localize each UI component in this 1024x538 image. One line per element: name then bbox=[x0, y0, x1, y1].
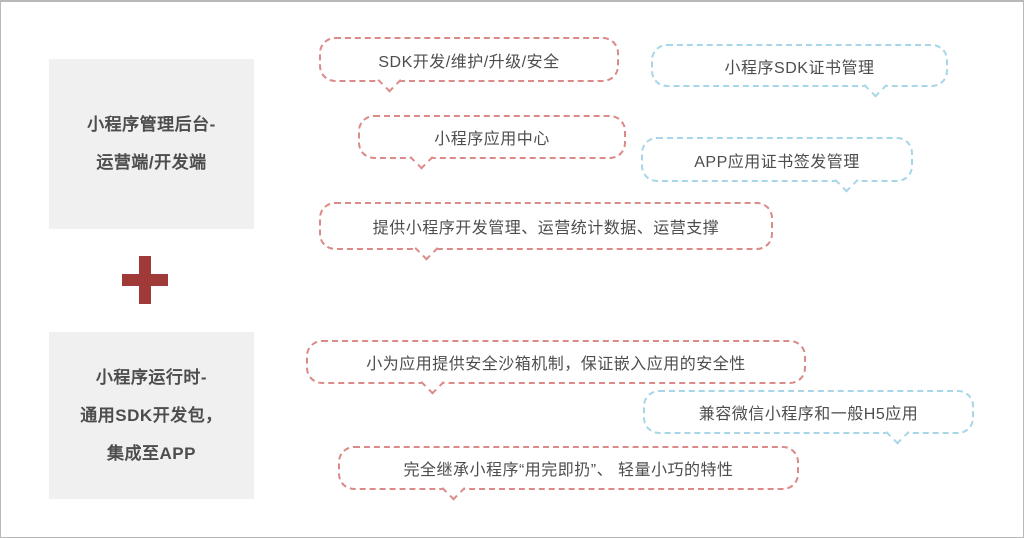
bubble-text: SDK开发/维护/升级/安全 bbox=[378, 53, 560, 71]
bubble-tail bbox=[834, 168, 859, 193]
bubble-sdk-dev-maintain: SDK开发/维护/升级/安全 bbox=[319, 37, 619, 93]
label-line: 集成至APP bbox=[107, 443, 196, 463]
bubble-tail bbox=[420, 370, 445, 395]
bubble-text: 完全继承小程序“用完即扔”、 轻量小巧的特性 bbox=[403, 462, 734, 479]
bubble-app-center: 小程序应用中心 bbox=[358, 115, 626, 170]
bubble-wechat-h5-compat: 兼容微信小程序和一般H5应用 bbox=[643, 390, 974, 445]
bubble-text: APP应用证书签发管理 bbox=[694, 153, 860, 171]
label-line: 通用SDK开发包， bbox=[80, 405, 223, 425]
bubble-text: 提供小程序开发管理、运营统计数据、运营支撑 bbox=[372, 220, 720, 237]
bubble-text: 小程序SDK证书管理 bbox=[724, 59, 875, 77]
bubble-tail bbox=[409, 145, 434, 170]
bubble-text: 小为应用提供安全沙箱机制，保证嵌入应用的安全性 bbox=[366, 356, 746, 373]
bubble-lightweight-disposable: 完全继承小程序“用完即扔”、 轻量小巧的特性 bbox=[338, 446, 799, 501]
bubble-tail bbox=[441, 476, 466, 501]
bubble-tail bbox=[885, 420, 910, 445]
bubble-security-sandbox: 小为应用提供安全沙箱机制，保证嵌入应用的安全性 bbox=[306, 340, 806, 395]
label-line: 小程序管理后台- bbox=[87, 115, 216, 134]
label-line: 小程序运行时- bbox=[95, 367, 208, 387]
plus-icon bbox=[122, 256, 168, 304]
bubble-tail bbox=[377, 68, 402, 93]
bubble-sdk-cert-management: 小程序SDK证书管理 bbox=[651, 44, 948, 98]
bubble-app-cert-issuing: APP应用证书签发管理 bbox=[641, 137, 913, 193]
label-box-runtime-sdk: 小程序运行时- 通用SDK开发包， 集成至APP bbox=[49, 332, 254, 499]
bubble-text: 兼容微信小程序和一般H5应用 bbox=[698, 406, 919, 423]
bubble-tail bbox=[414, 236, 439, 261]
bubble-text: 小程序应用中心 bbox=[434, 131, 550, 148]
label-line: 运营端/开发端 bbox=[96, 153, 207, 172]
bubble-dev-management-stats: 提供小程序开发管理、运营统计数据、运营支撑 bbox=[319, 202, 773, 261]
label-box-management-backend: 小程序管理后台- 运营端/开发端 bbox=[49, 59, 254, 229]
